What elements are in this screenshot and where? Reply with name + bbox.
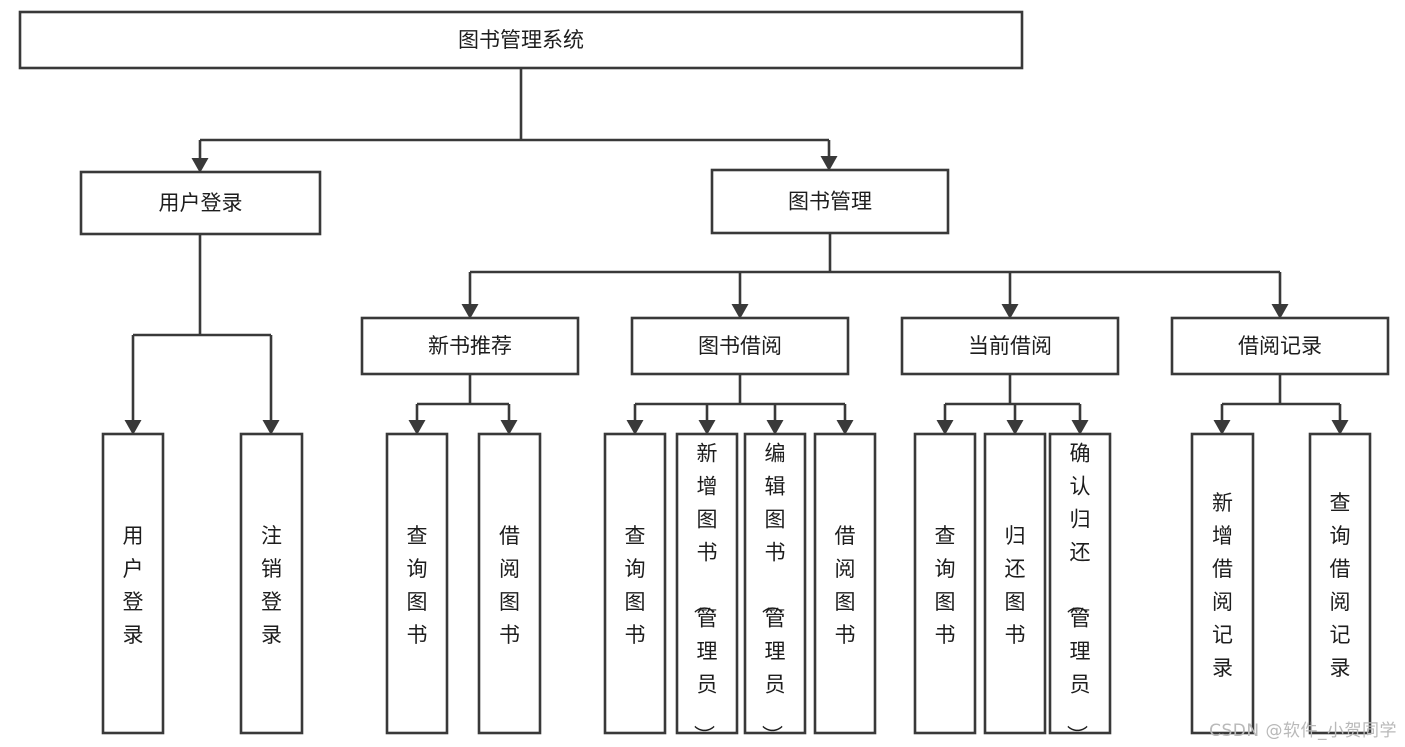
node-box-n_borrow [630,316,850,376]
node-box-n_book_mgmt [710,168,950,235]
connector-bus-root [191,68,838,173]
node-label-leaf_edit_book: 编辑图书（管理员） [760,442,786,746]
node-box-leaf_query_record [1308,432,1372,735]
node-label-leaf_query_book_c: 查询图书 [935,524,956,647]
node-box-leaf_edit_book [743,432,807,735]
node-leaf_query_book_a[interactable]: 查询图书 [385,432,449,735]
connector-layer [124,68,1349,435]
node-label-n_user_login: 用户登录 [159,191,243,215]
node-label-n_records: 借阅记录 [1238,334,1322,358]
connector-bus-mgmt [461,233,1289,319]
connector-bus-newrec [408,374,518,435]
node-n_book_mgmt[interactable]: 图书管理 [710,168,950,235]
node-box-leaf_confirm_return [1048,432,1112,735]
node-label-n_current: 当前借阅 [968,334,1052,358]
node-label-leaf_add_record: 新增借阅记录 [1212,491,1233,680]
node-box-leaf_logout [239,432,304,735]
node-label-root: 图书管理系统 [458,28,584,52]
node-n_borrow[interactable]: 图书借阅 [630,316,850,376]
node-leaf_borrow_book_a[interactable]: 借阅图书 [477,432,542,735]
node-box-leaf_add_book [675,432,739,735]
node-n_new_rec[interactable]: 新书推荐 [360,316,580,376]
node-box-leaf_borrow_book_a [477,432,542,735]
node-label-leaf_borrow_book_a: 借阅图书 [499,524,520,647]
node-label-n_borrow: 图书借阅 [698,334,782,358]
node-label-n_new_rec: 新书推荐 [428,334,512,358]
node-leaf_borrow_book_b[interactable]: 借阅图书 [813,432,877,735]
node-leaf_edit_book[interactable]: 编辑图书（管理员） [743,432,807,746]
node-leaf_query_book_c[interactable]: 查询图书 [913,432,977,735]
node-box-leaf_return_book [983,432,1047,735]
watermark-text: CSDN @软件_小贺同学 [1209,721,1397,741]
node-label-leaf_borrow_book_b: 借阅图书 [835,524,856,647]
node-box-leaf_user_login [101,432,165,735]
node-box-leaf_query_book_b [603,432,667,735]
node-n_user_login[interactable]: 用户登录 [79,170,322,236]
node-label-leaf_user_login: 用户登录 [123,524,144,647]
node-label-leaf_return_book: 归还图书 [1005,524,1026,647]
node-leaf_user_login[interactable]: 用户登录 [101,432,165,735]
connector-bus-current [936,374,1089,435]
node-n_current[interactable]: 当前借阅 [900,316,1120,376]
node-label-leaf_query_book_a: 查询图书 [407,524,428,647]
connector-bus-login [124,234,280,435]
node-box-leaf_query_book_c [913,432,977,735]
node-box-leaf_borrow_book_b [813,432,877,735]
node-label-leaf_query_record: 查询借阅记录 [1330,491,1351,680]
node-n_records[interactable]: 借阅记录 [1170,316,1390,376]
node-leaf_add_book[interactable]: 新增图书（管理员） [675,432,739,746]
node-box-n_records [1170,316,1390,376]
node-box-n_current [900,316,1120,376]
node-label-leaf_logout: 注销登录 [261,524,282,647]
node-box-n_user_login [79,170,322,236]
node-leaf_query_book_b[interactable]: 查询图书 [603,432,667,735]
node-leaf_return_book[interactable]: 归还图书 [983,432,1047,735]
node-label-n_book_mgmt: 图书管理 [788,190,872,214]
node-root[interactable]: 图书管理系统 [18,10,1024,70]
node-label-leaf_confirm_return: 确认归还（管理员） [1065,442,1091,746]
connector-bus-borrow [626,374,854,435]
node-leaf_logout[interactable]: 注销登录 [239,432,304,735]
node-leaf_add_record[interactable]: 新增借阅记录 [1190,432,1255,735]
node-box-n_new_rec [360,316,580,376]
connector-bus-records [1213,374,1349,435]
node-label-leaf_add_book: 新增图书（管理员） [692,442,718,746]
node-box-root [18,10,1024,70]
node-layer: 图书管理系统用户登录图书管理新书推荐图书借阅当前借阅借阅记录用户登录注销登录查询… [18,10,1390,746]
node-box-leaf_add_record [1190,432,1255,735]
node-leaf_query_record[interactable]: 查询借阅记录 [1308,432,1372,735]
node-box-leaf_query_book_a [385,432,449,735]
node-leaf_confirm_return[interactable]: 确认归还（管理员） [1048,432,1112,746]
node-label-leaf_query_book_b: 查询图书 [625,524,646,647]
